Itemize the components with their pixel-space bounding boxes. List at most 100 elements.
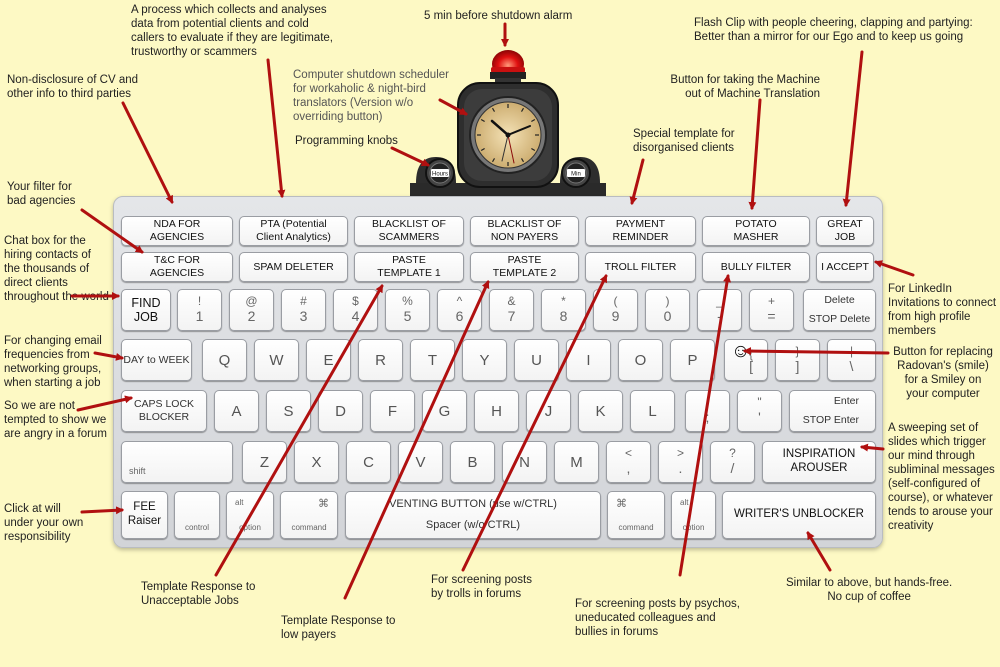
- key-paste-template-2[interactable]: PASTE TEMPLATE 2: [470, 252, 579, 282]
- key-letter-x[interactable]: X: [294, 441, 339, 483]
- key-letter-w[interactable]: W: [254, 339, 299, 381]
- shutdown-alarm-clock: Hours Min: [410, 45, 606, 197]
- key-payment-reminder[interactable]: PAYMENT REMINDER: [585, 216, 696, 246]
- key-inspiration-arouser[interactable]: INSPIRATION AROUSER: [762, 441, 876, 483]
- key-command-right[interactable]: ⌘ command: [607, 491, 665, 539]
- key-letter-i[interactable]: I: [566, 339, 611, 381]
- key-letter-y[interactable]: Y: [462, 339, 507, 381]
- key-comma[interactable]: < ,: [606, 441, 651, 483]
- key-label-top: #: [300, 294, 307, 308]
- key-writers-unblocker[interactable]: WRITER'S UNBLOCKER: [722, 491, 876, 539]
- key-letter-j[interactable]: J: [526, 390, 571, 432]
- key-enter[interactable]: Enter STOP Enter: [789, 390, 876, 432]
- key-spam-deleter[interactable]: SPAM DELETER: [239, 252, 348, 282]
- key-slash[interactable]: ? /: [710, 441, 755, 483]
- key-letter-l[interactable]: L: [630, 390, 675, 432]
- key-label: P: [687, 351, 698, 369]
- key-great-job[interactable]: GREAT JOB: [816, 216, 874, 246]
- key-label-bottom: 2: [247, 308, 256, 325]
- key-letter-t[interactable]: T: [410, 339, 455, 381]
- key-letter-c[interactable]: C: [346, 441, 391, 483]
- key-letter-e[interactable]: E: [306, 339, 351, 381]
- key-letter-p[interactable]: P: [670, 339, 715, 381]
- key-label: J: [544, 402, 553, 420]
- annotation-alarm: 5 min before shutdown alarm: [424, 10, 573, 22]
- key-number-4[interactable]: %5: [385, 289, 430, 331]
- hours-knob-icon: Hours: [425, 158, 455, 188]
- key-delete[interactable]: Delete STOP Delete: [803, 289, 876, 331]
- annotation-sweeping: A sweeping set of slides which trigger o…: [888, 422, 995, 533]
- key-tc-for-agencies[interactable]: T&C FOR AGENCIES: [121, 252, 233, 282]
- key-number-7[interactable]: *8: [541, 289, 586, 331]
- annotation-click-will: Click at will under your own responsibil…: [4, 503, 84, 544]
- key-number-2[interactable]: #3: [281, 289, 326, 331]
- key-option-left[interactable]: alt option: [226, 491, 274, 539]
- key-venting-button[interactable]: VENTING BUTTON (use w/CTRL) Spacer (w/o …: [345, 491, 601, 539]
- key-label: FIND JOB: [131, 295, 161, 324]
- key-blacklist-non-payers[interactable]: BLACKLIST OF NON PAYERS: [470, 216, 579, 246]
- key-quote[interactable]: " ': [737, 390, 782, 432]
- key-label: option: [239, 523, 261, 532]
- key-label: M: [570, 453, 583, 471]
- key-letter-s[interactable]: S: [266, 390, 311, 432]
- key-number-8[interactable]: (9: [593, 289, 638, 331]
- key-number-0[interactable]: !1: [177, 289, 222, 331]
- key-i-accept[interactable]: I ACCEPT: [816, 252, 874, 282]
- key-letter-g[interactable]: G: [422, 390, 467, 432]
- key-letter-d[interactable]: D: [318, 390, 363, 432]
- key-letter-z[interactable]: Z: [242, 441, 287, 483]
- key-backslash[interactable]: | \: [827, 339, 876, 381]
- key-letter-a[interactable]: A: [214, 390, 259, 432]
- key-number-5[interactable]: ^6: [437, 289, 482, 331]
- key-day-to-week[interactable]: DAY to WEEK: [121, 339, 192, 381]
- key-pta-client-analytics[interactable]: PTA (Potential Client Analytics): [239, 216, 348, 246]
- key-control[interactable]: control: [174, 491, 220, 539]
- key-find-job[interactable]: FIND JOB: [121, 289, 171, 331]
- key-potato-masher[interactable]: POTATO MASHER: [702, 216, 810, 246]
- key-letter-k[interactable]: K: [578, 390, 623, 432]
- key-label: X: [311, 453, 322, 471]
- key-smiley[interactable]: ☺ { [: [724, 339, 768, 381]
- key-letter-m[interactable]: M: [554, 441, 599, 483]
- key-caps-lock-blocker[interactable]: CAPS LOCK BLOCKER: [121, 390, 207, 432]
- key-period[interactable]: > .: [658, 441, 703, 483]
- key-letter-u[interactable]: U: [514, 339, 559, 381]
- key-bully-filter[interactable]: BULLY FILTER: [702, 252, 810, 282]
- key-number-11[interactable]: +=: [749, 289, 794, 331]
- key-nda-for-agencies[interactable]: NDA FOR AGENCIES: [121, 216, 233, 246]
- key-number-3[interactable]: $4: [333, 289, 378, 331]
- annotation-smiley: Button for replacing Radovan's (smile) f…: [893, 346, 993, 401]
- key-label-bottom: ,: [626, 460, 631, 477]
- key-label-top: &: [507, 294, 516, 308]
- key-shift-left[interactable]: shift: [121, 441, 233, 483]
- key-letter-f[interactable]: F: [370, 390, 415, 432]
- annotation-chat-box: Chat box for the hiring contacts of the …: [4, 235, 109, 304]
- key-label: Z: [259, 453, 270, 471]
- key-paste-template-1[interactable]: PASTE TEMPLATE 1: [354, 252, 464, 282]
- key-number-1[interactable]: @2: [229, 289, 274, 331]
- key-label: G: [438, 402, 451, 420]
- key-label: PASTE TEMPLATE 1: [377, 254, 441, 279]
- key-number-6[interactable]: &7: [489, 289, 534, 331]
- key-label-top: _: [716, 294, 723, 308]
- key-letter-q[interactable]: Q: [202, 339, 247, 381]
- key-letter-n[interactable]: N: [502, 441, 547, 483]
- key-blacklist-scammers[interactable]: BLACKLIST OF SCAMMERS: [354, 216, 464, 246]
- key-letter-r[interactable]: R: [358, 339, 403, 381]
- key-letter-o[interactable]: O: [618, 339, 663, 381]
- key-letter-b[interactable]: B: [450, 441, 495, 483]
- annotation-process: A process which collects and analyses da…: [131, 4, 333, 59]
- key-fee-raiser[interactable]: FEE Raiser: [121, 491, 168, 539]
- annotation-potato-button: Button for taking the Machine out of Mac…: [670, 74, 820, 101]
- key-command-left[interactable]: ⌘ command: [280, 491, 338, 539]
- key-semicolon[interactable]: : ;: [685, 390, 730, 432]
- key-letter-v[interactable]: V: [398, 441, 443, 483]
- key-right-bracket[interactable]: } ]: [775, 339, 820, 381]
- key-letter-h[interactable]: H: [474, 390, 519, 432]
- key-option-right[interactable]: alt option: [671, 491, 716, 539]
- key-number-10[interactable]: _-: [697, 289, 742, 331]
- key-number-9[interactable]: )0: [645, 289, 690, 331]
- key-troll-filter[interactable]: TROLL FILTER: [585, 252, 696, 282]
- key-label-top: ?: [729, 446, 736, 460]
- key-label: B: [467, 453, 478, 471]
